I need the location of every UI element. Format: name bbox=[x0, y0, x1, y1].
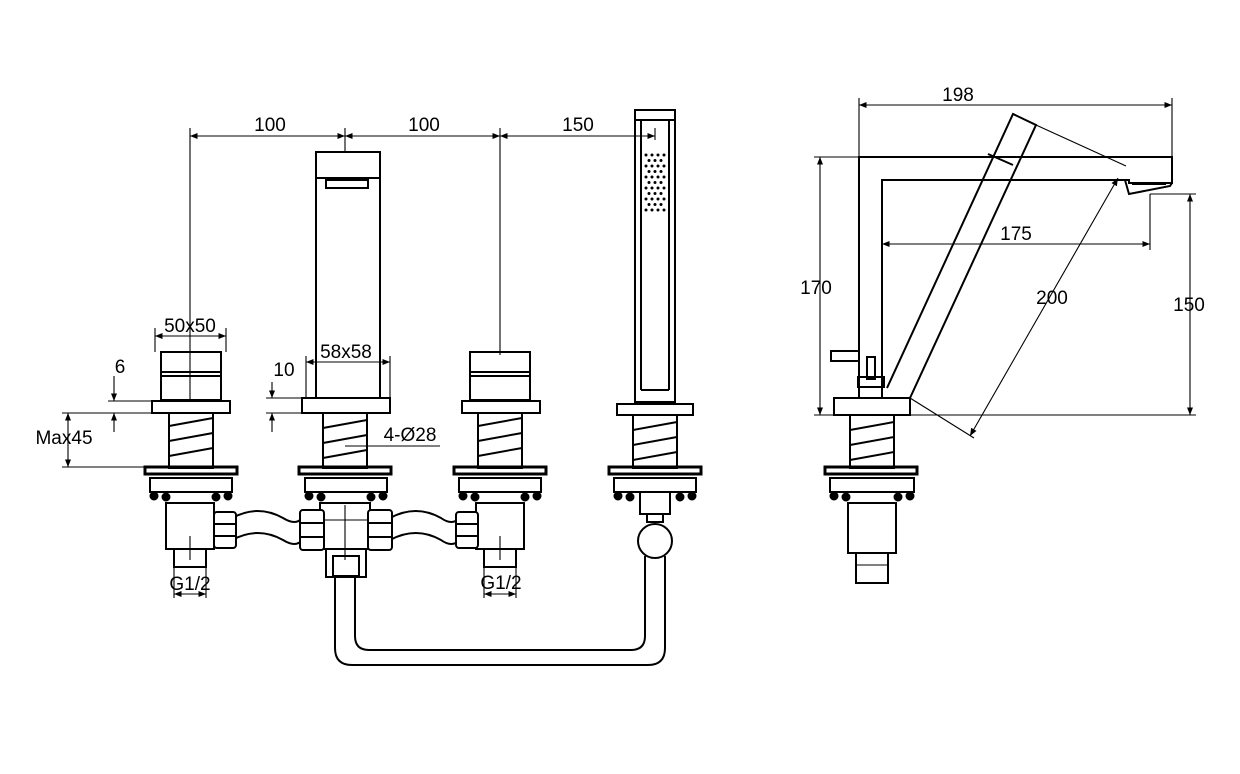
nozzle-dot bbox=[644, 175, 648, 179]
nozzle-dot bbox=[647, 203, 651, 206]
nozzle-dot bbox=[644, 186, 648, 190]
dim-thread-right: G1/2 bbox=[480, 573, 521, 594]
nozzle-dot bbox=[644, 197, 648, 201]
nozzle-dot bbox=[653, 192, 657, 195]
nozzle-dot bbox=[650, 208, 654, 212]
nozzle-dot bbox=[650, 164, 654, 168]
dim-diagonal: 200 bbox=[1036, 288, 1068, 309]
nozzle-dot bbox=[647, 159, 651, 162]
side-dimension-annotations: 198 170 175 150 200 bbox=[800, 85, 1205, 439]
nozzle-dot bbox=[662, 153, 666, 157]
nozzle-dot bbox=[653, 203, 657, 206]
nozzle-dot bbox=[659, 170, 663, 173]
nozzle-dot bbox=[650, 186, 654, 190]
dim-spout-plate: 10 bbox=[273, 360, 294, 381]
hand-shower bbox=[334, 109, 703, 666]
nozzle-dot bbox=[647, 181, 651, 184]
dim-spout-square: 58x58 bbox=[320, 342, 372, 363]
nozzle-dot bbox=[653, 181, 657, 184]
nozzle-dot bbox=[662, 208, 666, 212]
nozzle-dot bbox=[650, 175, 654, 179]
dim-reach: 198 bbox=[942, 85, 974, 106]
nozzle-dot bbox=[659, 159, 663, 162]
nozzle-dot bbox=[656, 175, 660, 179]
nozzle-dot bbox=[653, 170, 657, 173]
nozzle-dot bbox=[656, 208, 660, 212]
dim-outlet-height: 150 bbox=[1173, 295, 1205, 316]
nozzle-dot bbox=[647, 170, 651, 173]
front-view: 100 100 150 bbox=[35, 109, 703, 666]
nozzle-dot bbox=[650, 153, 654, 157]
nozzle-dot bbox=[650, 197, 654, 201]
nozzle-dot bbox=[656, 153, 660, 157]
dim-handle-square: 50x50 bbox=[164, 316, 216, 337]
dim-max-deck: Max45 bbox=[35, 428, 92, 449]
nozzle-dot bbox=[653, 159, 657, 162]
side-view: 198 170 175 150 200 bbox=[800, 85, 1205, 584]
shower-nozzles bbox=[644, 153, 666, 212]
nozzle-dot bbox=[662, 186, 666, 190]
side-spout-body bbox=[823, 112, 1173, 584]
dim-thread-left: G1/2 bbox=[169, 574, 210, 595]
spacing-dimensions: 100 100 150 bbox=[189, 115, 656, 400]
nozzle-dot bbox=[662, 164, 666, 168]
nozzle-dot bbox=[659, 181, 663, 184]
front-dimension-annotations: 50x50 58x58 6 10 Max45 4-Ø28 bbox=[35, 316, 522, 598]
nozzle-dot bbox=[659, 192, 663, 195]
nozzle-dot bbox=[656, 186, 660, 190]
dim-holes: 4-Ø28 bbox=[384, 425, 437, 446]
dim-spout-height: 170 bbox=[800, 278, 832, 299]
dim-spacing-2: 100 bbox=[408, 115, 440, 136]
left-handle-valve bbox=[143, 351, 239, 568]
nozzle-dot bbox=[656, 164, 660, 168]
nozzle-dot bbox=[644, 164, 648, 168]
dim-spacing-1: 100 bbox=[254, 115, 286, 136]
dim-plate-thickness: 6 bbox=[115, 357, 126, 378]
nozzle-dot bbox=[644, 208, 648, 212]
nozzle-dot bbox=[662, 197, 666, 201]
nozzle-dot bbox=[659, 203, 663, 206]
nozzle-dot bbox=[647, 192, 651, 195]
dim-spacing-3: 150 bbox=[562, 115, 594, 136]
spout-valve bbox=[297, 151, 393, 578]
dim-projection: 175 bbox=[1000, 224, 1032, 245]
nozzle-dot bbox=[656, 197, 660, 201]
connecting-hoses bbox=[213, 509, 479, 551]
nozzle-dot bbox=[662, 175, 666, 179]
nozzle-dot bbox=[644, 153, 648, 157]
